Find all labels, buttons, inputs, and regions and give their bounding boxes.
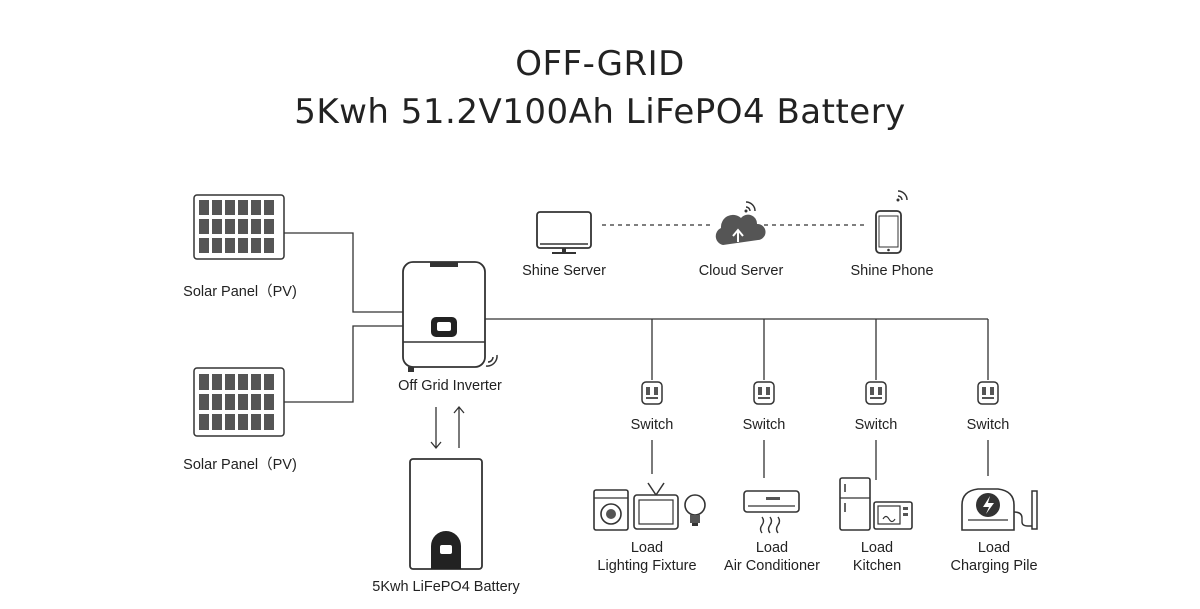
load-type: Load <box>860 540 894 556</box>
phone-icon <box>875 190 908 254</box>
battery-label: 5Kwh LiFePO4 Battery <box>372 579 520 595</box>
switch-icon <box>865 381 887 405</box>
inverter-icon <box>402 261 498 372</box>
load-type: Load <box>630 540 664 556</box>
load-name: Lighting Fixture <box>597 558 697 574</box>
cloud-icon <box>715 201 766 245</box>
diagram-title: OFF-GRID <box>515 44 685 84</box>
switch-icon <box>753 381 775 405</box>
diagram-subtitle: 5Kwh 51.2V100Ah LiFePO4 Battery <box>294 92 906 132</box>
solar-panel-top-label: Solar Panel（PV) <box>183 284 297 300</box>
inverter-label: Off Grid Inverter <box>398 378 502 394</box>
load-label-charging-pile: Load Charging Pile <box>934 539 1054 575</box>
load-name: Kitchen <box>852 558 902 574</box>
load-type: Load <box>755 540 789 556</box>
load-label-air-conditioner: Load Air Conditioner <box>712 539 832 575</box>
connection-lines <box>284 232 989 480</box>
monitor-icon <box>536 211 592 254</box>
lighting-fixture-icon <box>593 482 706 531</box>
load-label-lighting: Load Lighting Fixture <box>587 539 707 575</box>
switch-icon <box>977 381 999 405</box>
kitchen-icon <box>839 477 913 531</box>
shine-phone-label: Shine Phone <box>850 263 934 279</box>
load-type: Load <box>977 540 1011 556</box>
cloud-server-label: Cloud Server <box>698 263 784 279</box>
switch-label: Switch <box>630 417 674 433</box>
switch-label: Switch <box>742 417 786 433</box>
solar-panel-bottom-label: Solar Panel（PV) <box>183 457 297 473</box>
solar-panel-icon <box>193 367 285 437</box>
solar-panel-icon <box>193 194 285 260</box>
charging-pile-icon <box>961 488 1038 531</box>
switch-icon <box>641 381 663 405</box>
charge-arrows <box>430 405 465 450</box>
load-name: Air Conditioner <box>724 558 820 574</box>
battery-icon <box>409 458 483 570</box>
switch-label: Switch <box>854 417 898 433</box>
air-conditioner-icon <box>743 490 800 534</box>
switch-label: Switch <box>966 417 1010 433</box>
load-label-kitchen: Load Kitchen <box>817 539 937 575</box>
shine-server-label: Shine Server <box>522 263 606 279</box>
load-name: Charging Pile <box>950 558 1038 574</box>
